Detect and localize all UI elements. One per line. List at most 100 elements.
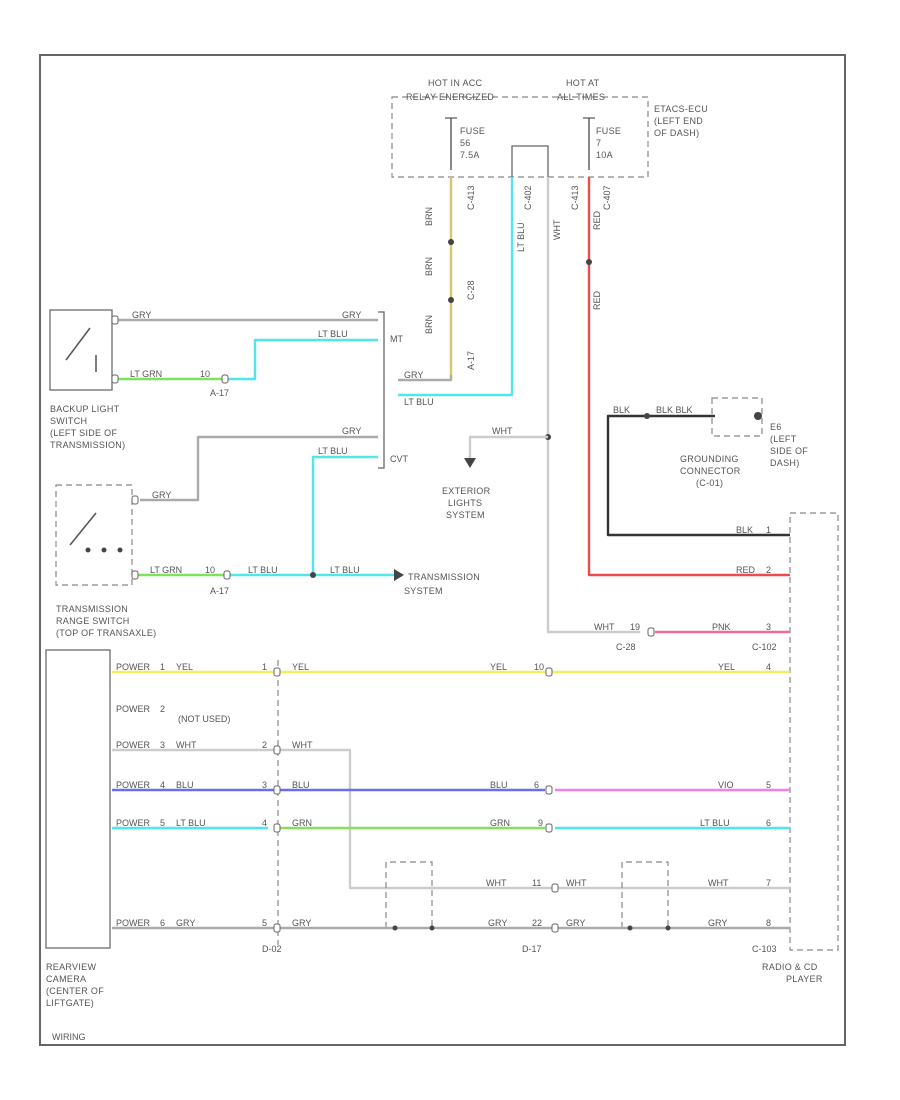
wire-label-yel-3: YEL <box>490 662 507 672</box>
pin-m11: 11 <box>532 878 541 888</box>
wire-label-wht-cam: WHT <box>176 740 197 750</box>
wire-ltblu-cvt <box>311 455 378 575</box>
connector-c28-vert: C-28 <box>466 280 476 300</box>
cap-d1 <box>273 667 281 677</box>
cap-c28 <box>647 627 655 637</box>
wire-label-yel-2: YEL <box>292 662 309 672</box>
power-label-6: POWER <box>116 918 151 928</box>
connector-d17: D-17 <box>522 944 542 954</box>
pin-m6: 6 <box>534 780 539 790</box>
wire-red-vertical <box>587 177 790 577</box>
etacs-ecu-label: ETACS-ECU <box>654 104 708 114</box>
cap-a17-lower <box>223 570 231 580</box>
wire-label-brn-2: BRN <box>424 257 434 276</box>
pin-cam5: 5 <box>160 818 165 828</box>
range-switch-contact <box>69 512 97 546</box>
cap-backup-bottom <box>111 374 119 384</box>
connector-a17-vert: A-17 <box>466 351 476 370</box>
cap-range-bottom <box>131 570 139 580</box>
pin-m9: 9 <box>538 818 543 828</box>
power-label-2: POWER <box>116 704 151 714</box>
wire-label-wht-ext: WHT <box>492 426 513 436</box>
wire-label-grn-mid: GRN <box>490 818 510 828</box>
cap-m9 <box>545 823 553 833</box>
wire-label-red-2: RED <box>592 290 602 310</box>
of-dash-label: OF DASH) <box>654 128 699 138</box>
pin-m22: 22 <box>532 918 542 928</box>
pin-10-a: 10 <box>200 369 210 379</box>
wire-blk-ground <box>606 414 790 537</box>
splice-gry-2 <box>429 925 435 931</box>
splice-gry-1 <box>392 925 398 931</box>
camera-label-4: LIFTGATE) <box>46 998 94 1008</box>
wire-label-yel-1: YEL <box>176 662 193 672</box>
e6-left-label: (LEFT <box>770 434 797 444</box>
pin-d1: 1 <box>262 662 267 672</box>
wire-gry-cvt <box>140 435 378 502</box>
fuse-left-label: FUSE <box>460 126 485 136</box>
range-label-3: (TOP OF TRANSAXLE) <box>56 628 156 638</box>
ecu-internal-loop <box>511 145 549 177</box>
pin-m10: 10 <box>534 662 544 672</box>
wire-ltblu-mt <box>228 338 378 381</box>
splice-gry-3 <box>627 925 633 931</box>
e6-label: E6 <box>770 422 782 432</box>
pin-cam1: 1 <box>160 662 165 672</box>
cap-m6 <box>545 785 553 795</box>
wire-label-ltblu-cvt: LT BLU <box>318 446 348 456</box>
pin-d2: 2 <box>262 740 267 750</box>
wire-label-gry-mid: GRY <box>488 918 507 928</box>
wire-label-brn-1: BRN <box>424 207 434 226</box>
all-times-label: ALL TIMES <box>557 92 605 102</box>
connector-c28: C-28 <box>616 642 636 652</box>
pin-r4: 4 <box>766 662 771 672</box>
rearview-camera <box>45 649 111 949</box>
shield-left <box>385 861 433 928</box>
e6-side-label: SIDE OF <box>770 446 808 456</box>
pin-19: 19 <box>630 622 640 632</box>
wire-label-gry-radio: GRY <box>708 918 727 928</box>
wire-label-yel-4: YEL <box>718 662 735 672</box>
wire-label-blu-cam: BLU <box>176 780 194 790</box>
pin-cam3: 3 <box>160 740 165 750</box>
backup-label-3: (LEFT SIDE OF <box>50 428 117 438</box>
wire-label-gry-cam: GRY <box>176 918 195 928</box>
fuse-right-number: 7 <box>596 138 601 148</box>
arrow-transmission <box>394 569 404 581</box>
wire-label-ltgrn-backup: LT GRN <box>130 369 162 379</box>
grounding-label: GROUNDING <box>680 454 739 464</box>
cap-backup-top <box>111 315 119 325</box>
wire-label-ltblu-range: LT BLU <box>248 565 278 575</box>
mt-cvt-bracket <box>378 311 385 469</box>
wire-label-ltblu-left: LT BLU <box>404 397 434 407</box>
splice-brn-1 <box>448 239 454 245</box>
pin-d4: 4 <box>262 818 267 828</box>
wire-label-wht-shield-3: WHT <box>708 878 729 888</box>
power-label-1: POWER <box>116 662 151 672</box>
grounding-connector-outline <box>711 397 763 437</box>
wire-label-gry-mid2: GRY <box>566 918 585 928</box>
radio-label-1: RADIO & CD <box>762 962 818 972</box>
wire-label-wht-shield-2: WHT <box>566 878 587 888</box>
lights-label: LIGHTS <box>448 498 482 508</box>
wire-label-blk-blk: BLK BLK <box>656 405 693 415</box>
ground-point <box>754 412 762 420</box>
wire-label-gry-mt: GRY <box>404 370 423 380</box>
not-used-label: (NOT USED) <box>178 714 230 724</box>
wire-label-gry-top: GRY <box>342 310 361 320</box>
connector-c-top-2: C-402 <box>523 185 533 210</box>
wire-wht-ext-lights <box>468 435 548 460</box>
cap-m11 <box>551 883 559 893</box>
camera-label-3: (CENTER OF <box>46 986 104 996</box>
wire-label-red-1: RED <box>592 210 602 230</box>
wire-label-wht-c28: WHT <box>594 622 615 632</box>
pin-d3: 3 <box>262 780 267 790</box>
wire-label-brn-3: BRN <box>424 315 434 334</box>
backup-switch-contact <box>65 327 97 372</box>
backup-label-4: TRANSMISSION) <box>50 440 125 450</box>
pin-r7: 7 <box>766 878 771 888</box>
footer-code: WIRING <box>52 1032 86 1042</box>
wire-label-wht-shield-1: WHT <box>486 878 507 888</box>
connector-c-top-5: C-407 <box>602 185 612 210</box>
range-contact-2 <box>101 547 107 553</box>
